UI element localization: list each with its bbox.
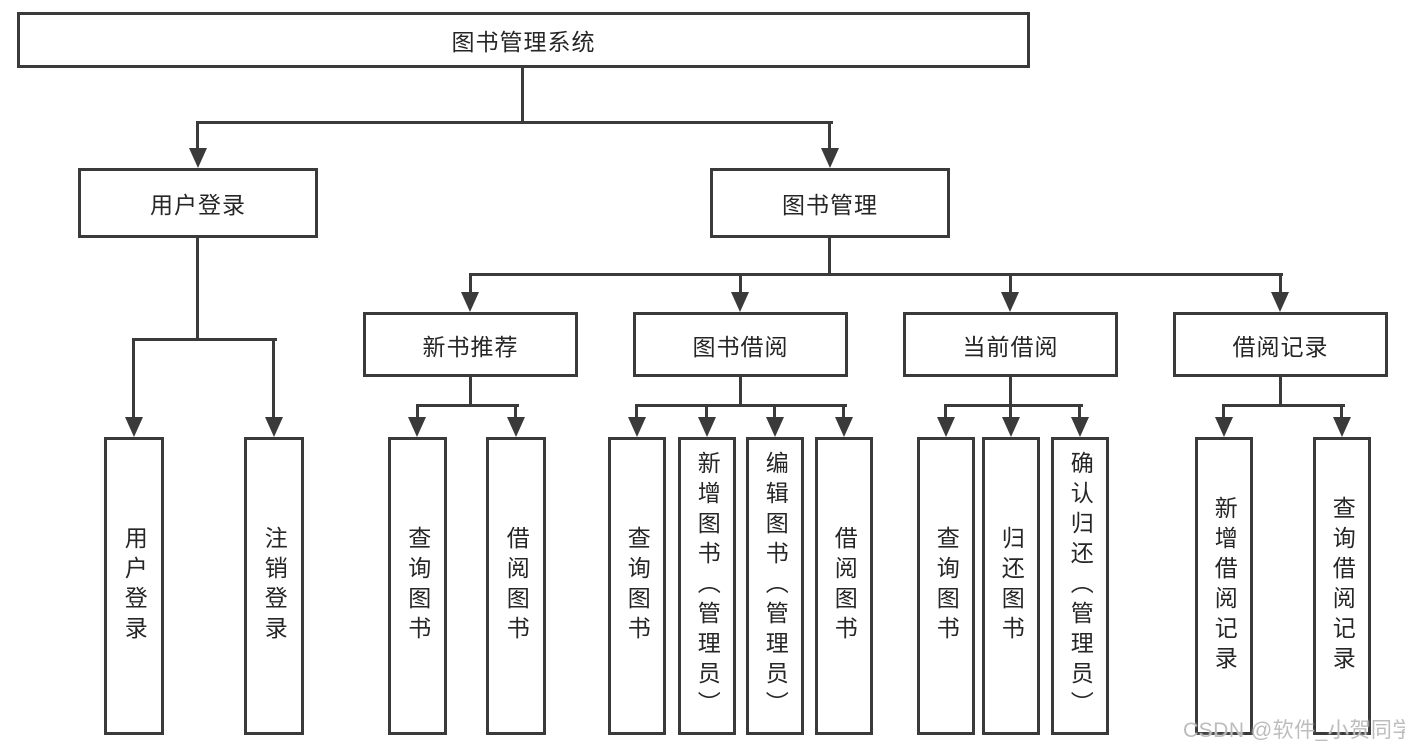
node-label: 图书管理系统 <box>451 29 596 55</box>
connector-line <box>196 121 833 124</box>
connector-line <box>132 338 135 420</box>
connector-line <box>196 238 199 340</box>
node-user-login-leaf: 用户登录 <box>104 437 164 735</box>
node-current-borrowing: 当前借阅 <box>903 312 1118 377</box>
connector-line <box>944 404 1083 407</box>
connector-line <box>705 404 708 419</box>
arrowhead-down-icon <box>408 417 426 437</box>
arrowhead-down-icon <box>265 417 283 437</box>
node-label: 新书推荐 <box>422 333 519 360</box>
arrowhead-down-icon <box>937 417 955 437</box>
arrowhead-down-icon <box>628 417 646 437</box>
connector-line <box>132 338 277 341</box>
connector-line <box>514 404 517 419</box>
connector-line <box>1340 404 1343 419</box>
arrowhead-down-icon <box>189 148 207 168</box>
node-label: 确认归还（管理员） <box>1067 451 1094 721</box>
arrowhead-down-icon <box>1271 292 1289 312</box>
connector-line <box>828 121 831 151</box>
connector-line <box>272 338 275 420</box>
arrowhead-down-icon <box>821 148 839 168</box>
node-label: 借阅记录 <box>1232 333 1329 360</box>
node-label: 查询图书 <box>624 526 651 646</box>
arrowhead-down-icon <box>461 292 479 312</box>
node-user-login: 用户登录 <box>78 168 318 238</box>
connector-line <box>1078 404 1081 419</box>
node-label: 借阅图书 <box>503 526 530 646</box>
connector-line <box>1009 404 1012 419</box>
connector-line <box>828 238 831 276</box>
node-book-borrowing: 图书借阅 <box>633 312 848 377</box>
node-confirm-return-admin: 确认归还（管理员） <box>1051 437 1109 735</box>
node-query-books-borrowing: 查询图书 <box>608 437 666 735</box>
node-label: 归还图书 <box>998 526 1025 646</box>
node-label: 借阅图书 <box>831 526 858 646</box>
connector-line <box>635 404 847 407</box>
arrowhead-down-icon <box>1215 417 1233 437</box>
node-label: 编辑图书（管理员） <box>762 451 789 721</box>
connector-line <box>469 377 472 406</box>
node-logout: 注销登录 <box>244 437 304 735</box>
node-label: 用户登录 <box>121 526 148 646</box>
connector-line <box>416 404 419 419</box>
connector-line <box>196 121 199 151</box>
connector-line <box>469 273 1283 276</box>
node-return-books: 归还图书 <box>982 437 1040 735</box>
node-new-book-recommend: 新书推荐 <box>363 312 578 377</box>
arrowhead-down-icon <box>731 292 749 312</box>
arrowhead-down-icon <box>507 417 525 437</box>
node-query-borrow-record: 查询借阅记录 <box>1313 437 1371 735</box>
node-add-books-admin: 新增图书（管理员） <box>678 437 736 735</box>
connector-line <box>944 404 947 419</box>
connector-line <box>521 68 524 124</box>
node-borrow-books-borrowing: 借阅图书 <box>815 437 873 735</box>
connector-line <box>1222 404 1345 407</box>
watermark: CSDN @软件_小贺同学 <box>1183 719 1405 742</box>
node-label: 新增借阅记录 <box>1211 496 1238 676</box>
arrowhead-down-icon <box>698 417 716 437</box>
node-book-management: 图书管理 <box>710 168 950 238</box>
connector-line <box>469 273 472 296</box>
node-query-books-recommend: 查询图书 <box>388 437 447 735</box>
node-borrow-books-recommend: 借阅图书 <box>486 437 546 735</box>
node-label: 新增图书（管理员） <box>694 451 721 721</box>
connector-line <box>1279 273 1282 296</box>
node-label: 注销登录 <box>261 526 288 646</box>
node-label: 用户登录 <box>150 192 246 218</box>
connector-line <box>1009 273 1012 296</box>
connector-line <box>739 273 742 296</box>
node-label: 图书管理 <box>782 192 878 218</box>
connector-line <box>1009 377 1012 406</box>
arrowhead-down-icon <box>1333 417 1351 437</box>
node-edit-books-admin: 编辑图书（管理员） <box>746 437 804 735</box>
connector-line <box>1279 377 1282 406</box>
node-label: 查询借阅记录 <box>1329 496 1356 676</box>
node-label: 查询图书 <box>933 526 960 646</box>
connector-line <box>773 404 776 419</box>
connector-line <box>635 404 638 419</box>
arrowhead-down-icon <box>1001 292 1019 312</box>
node-label: 图书借阅 <box>692 333 789 360</box>
arrowhead-down-icon <box>766 417 784 437</box>
arrowhead-down-icon <box>835 417 853 437</box>
node-label: 当前借阅 <box>962 333 1059 360</box>
arrowhead-down-icon <box>1071 417 1089 437</box>
node-borrowing-records: 借阅记录 <box>1173 312 1388 377</box>
connector-line <box>739 377 742 406</box>
arrowhead-down-icon <box>125 417 143 437</box>
connector-line <box>842 404 845 419</box>
node-add-borrow-record: 新增借阅记录 <box>1195 437 1253 735</box>
node-library-management-system: 图书管理系统 <box>17 12 1030 68</box>
connector-line <box>1222 404 1225 419</box>
arrowhead-down-icon <box>1002 417 1020 437</box>
node-label: 查询图书 <box>404 526 431 646</box>
node-query-books-current: 查询图书 <box>917 437 975 735</box>
connector-line <box>416 404 519 407</box>
